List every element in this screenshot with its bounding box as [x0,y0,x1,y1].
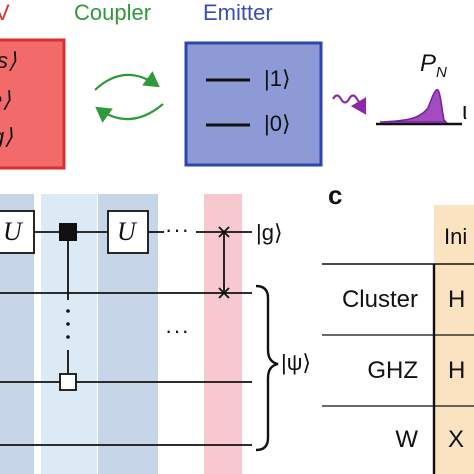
photon-wave [332,94,367,115]
pn-label: PN [420,52,447,80]
emitter-state-0: |0⟩ [264,111,291,136]
u-gate-box-left [0,210,35,254]
target-node [59,373,77,391]
table-highlight [434,205,474,474]
control-dot-3 [66,335,70,339]
swap-cross-top [218,226,230,238]
table-row-label-cluster: Cluster [341,286,418,313]
table-row-value-ghz: H [448,357,466,384]
control-dot-2 [66,322,70,326]
ellipsis-middle: ··· [165,318,190,343]
emitter-box [184,41,323,167]
coupler-arrow-top [94,71,160,91]
table-row-label-ghz: GHZ [367,357,418,384]
panel-label-c: c [328,180,343,210]
system-state-g: g⟩ [0,124,13,149]
control-dot-1 [66,309,70,313]
spectrum-peak [379,89,448,123]
psi-brace [255,284,279,452]
control-node [59,223,77,241]
g-state-label: |g⟩ [256,220,283,245]
system-box [0,38,66,170]
table-row-value-cluster: H [448,286,466,313]
coupler-label: Coupler [74,0,152,25]
table-row-label-w: W [395,426,418,453]
u-gate-left-label: U [3,217,22,246]
emitter-state-1: |1⟩ [264,66,291,91]
swap-band [204,194,242,474]
pn-letter: P [420,50,437,77]
psi-state-label: |ψ⟩ [281,350,311,375]
table-header-fragment: Ini [444,224,468,249]
system-state-e: e⟩ [0,87,11,112]
edge-glyph: ι [462,98,468,125]
coupler-arrow-bottom [95,103,164,123]
emitter-label: Emitter [203,0,273,25]
swap-cross-bottom [218,287,230,299]
system-state-s: s⟩ [0,48,17,73]
table-row-value-w: X [448,426,465,453]
u-gate-box-right [107,210,149,254]
u-gate-right-label: U [117,217,136,246]
ellipsis-top: ··· [165,217,190,242]
system-label-glyph: V [0,0,10,25]
pn-subscript: N [436,63,447,81]
